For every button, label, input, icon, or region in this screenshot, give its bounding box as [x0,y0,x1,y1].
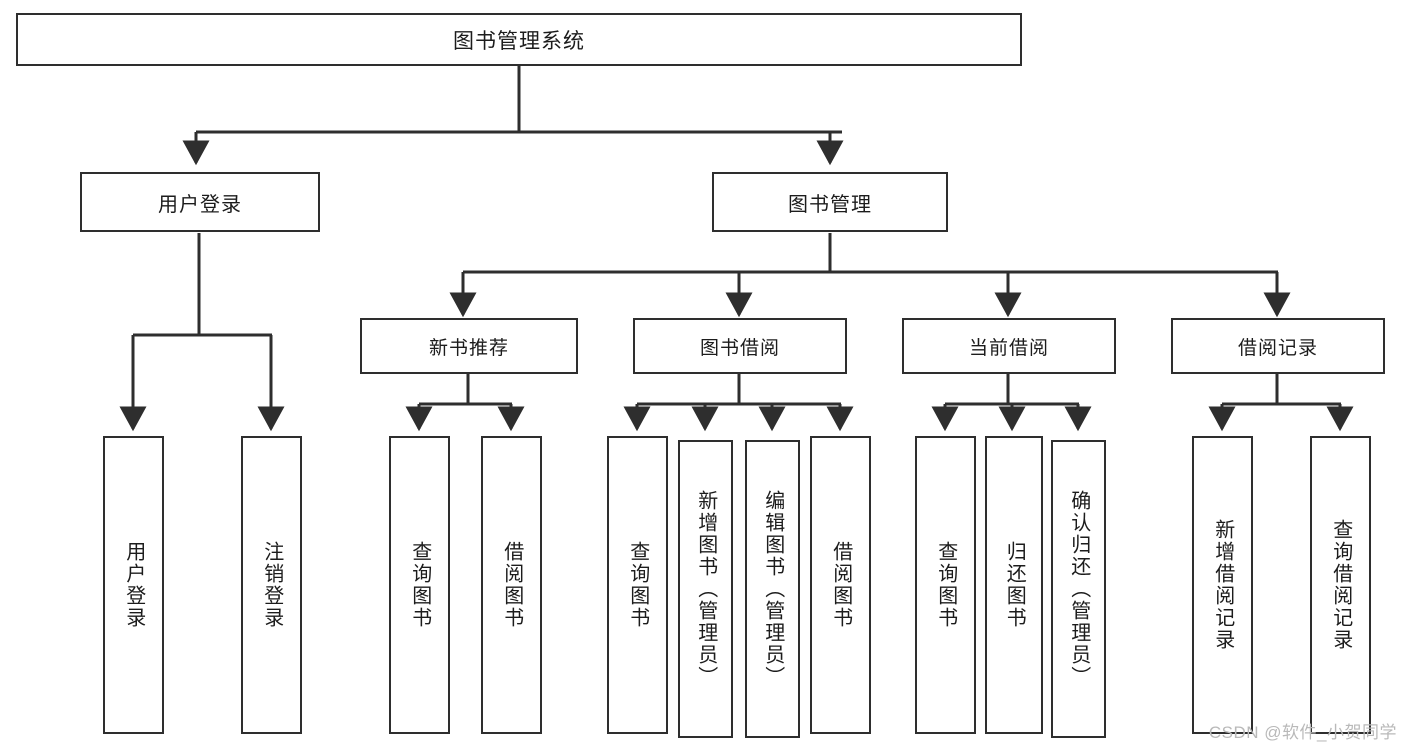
leaf-query-book-current[interactable]: 查询图书 [915,436,976,734]
leaf-return-book-label: 归还图书 [1003,541,1026,629]
node-new-book-recommend-label: 新书推荐 [428,337,509,359]
leaf-add-book-admin-label: 新增图书（管理员） [694,490,717,688]
node-current-borrow[interactable]: 当前借阅 [902,318,1116,374]
leaf-confirm-return-admin[interactable]: 确认归还（管理员） [1051,440,1106,738]
leaf-query-book-newbook-label: 查询图书 [408,541,431,629]
node-user-login-label: 用户登录 [158,193,242,216]
node-user-login[interactable]: 用户登录 [80,172,320,232]
leaf-logout-label: 注销登录 [260,541,283,629]
leaf-query-book-borrow-label: 查询图书 [626,541,649,629]
leaf-query-borrow-record[interactable]: 查询借阅记录 [1310,436,1371,734]
leaf-logout[interactable]: 注销登录 [241,436,302,734]
node-root[interactable]: 图书管理系统 [16,13,1022,66]
leaf-confirm-return-admin-label: 确认归还（管理员） [1067,490,1090,688]
leaf-add-book-admin[interactable]: 新增图书（管理员） [678,440,733,738]
node-root-label: 图书管理系统 [453,29,585,53]
node-book-borrow-label: 图书借阅 [699,337,780,359]
node-current-borrow-label: 当前借阅 [968,337,1049,359]
node-borrow-record-label: 借阅记录 [1237,337,1318,359]
leaf-query-borrow-record-label: 查询借阅记录 [1329,519,1352,651]
leaf-user-login[interactable]: 用户登录 [103,436,164,734]
leaf-add-borrow-record-label: 新增借阅记录 [1211,519,1234,651]
leaf-query-book-newbook[interactable]: 查询图书 [389,436,450,734]
leaf-query-book-current-label: 查询图书 [934,541,957,629]
leaf-borrow-book-newbook[interactable]: 借阅图书 [481,436,542,734]
node-new-book-recommend[interactable]: 新书推荐 [360,318,578,374]
leaf-edit-book-admin[interactable]: 编辑图书（管理员） [745,440,800,738]
leaf-borrow-book-borrow[interactable]: 借阅图书 [810,436,871,734]
node-borrow-record[interactable]: 借阅记录 [1171,318,1385,374]
leaf-user-login-label: 用户登录 [122,541,145,629]
leaf-return-book[interactable]: 归还图书 [985,436,1043,734]
node-book-management[interactable]: 图书管理 [712,172,948,232]
leaf-borrow-book-borrow-label: 借阅图书 [829,541,852,629]
node-book-borrow[interactable]: 图书借阅 [633,318,847,374]
leaf-query-book-borrow[interactable]: 查询图书 [607,436,668,734]
node-book-management-label: 图书管理 [788,193,872,216]
leaf-edit-book-admin-label: 编辑图书（管理员） [761,490,784,688]
leaf-borrow-book-newbook-label: 借阅图书 [500,541,523,629]
leaf-add-borrow-record[interactable]: 新增借阅记录 [1192,436,1253,734]
